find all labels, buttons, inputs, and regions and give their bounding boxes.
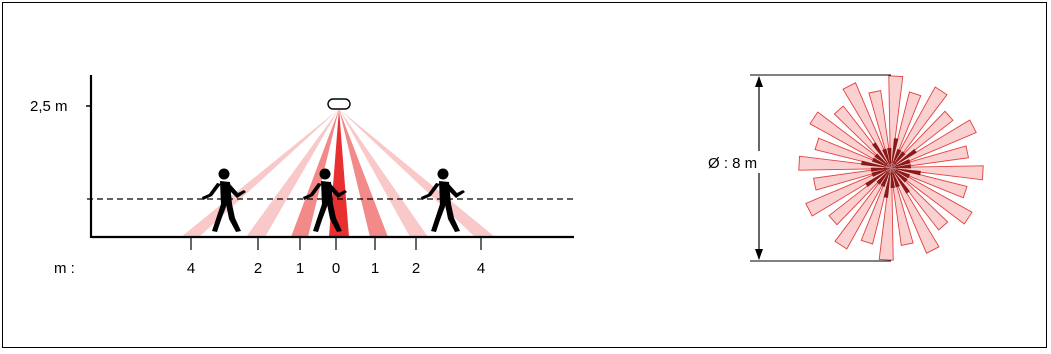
- inner-ray: [887, 147, 892, 168]
- detection-beam: [246, 109, 339, 237]
- coverage-ray: [895, 119, 977, 167]
- distance-ticks: [190, 238, 482, 250]
- detection-beam: [339, 109, 388, 237]
- detection-beam: [339, 109, 428, 237]
- diameter-label-background: [703, 151, 779, 173]
- inner-ray: [891, 148, 902, 168]
- inner-ray: [891, 151, 906, 168]
- distance-label: 4: [477, 260, 485, 277]
- arrow-up-icon: [755, 76, 763, 87]
- sensor-icon: [327, 98, 351, 110]
- inner-ray: [891, 164, 912, 169]
- coverage-ray: [814, 137, 887, 168]
- inner-ray: [871, 168, 891, 177]
- coverage-pattern: [798, 75, 984, 261]
- diagram-canvas: 2,5 m m : 4 2 1 0 1 2 4 Ø : 8 m: [30, 74, 984, 277]
- inner-ray: [890, 168, 895, 189]
- distance-labels: 4 2 1 0 1 2 4: [187, 260, 485, 277]
- distance-label: 1: [296, 260, 304, 277]
- inner-ray: [891, 168, 910, 194]
- inner-ray: [891, 168, 900, 188]
- side-view: 2,5 m m : 4 2 1 0 1 2 4: [30, 75, 575, 277]
- distance-label: 1: [371, 260, 379, 277]
- inner-ray: [876, 168, 891, 185]
- coverage-ray: [860, 172, 891, 245]
- detection-beam: [181, 109, 339, 237]
- inner-ray: [891, 168, 921, 176]
- inner-ray: [874, 153, 891, 168]
- distance-label: 4: [187, 260, 195, 277]
- detection-beam: [329, 109, 349, 237]
- diagram-frame: 2,5 m m : 4 2 1 0 1 2 4 Ø : 8 m: [2, 2, 1047, 348]
- inner-ray: [865, 168, 891, 187]
- coverage-ray: [842, 82, 890, 164]
- mounting-height-label: 2,5 m: [30, 98, 68, 115]
- coverage-ray: [892, 172, 940, 254]
- inner-ray: [891, 138, 899, 168]
- walking-person-icon: [421, 168, 465, 232]
- distance-label: 2: [412, 260, 420, 277]
- coverage-ray: [805, 169, 887, 217]
- inner-ray: [870, 167, 891, 172]
- inner-ray: [872, 142, 891, 168]
- inner-ray: [883, 168, 891, 198]
- inner-ray: [871, 157, 891, 168]
- detection-beam: [339, 109, 495, 237]
- distance-axis-label: m :: [54, 260, 75, 277]
- coverage-ray: [895, 168, 968, 199]
- coverage-ray: [891, 91, 922, 164]
- inner-ray: [891, 168, 908, 183]
- inner-ray: [891, 149, 917, 168]
- detection-beam: [291, 109, 339, 237]
- diameter-label: Ø : 8 m: [708, 155, 757, 172]
- top-view: Ø : 8 m: [703, 74, 984, 262]
- inner-ray: [861, 160, 891, 168]
- detection-beams: [181, 109, 495, 237]
- inner-ray: [891, 159, 911, 168]
- inner-ray: [882, 148, 891, 168]
- distance-label: 2: [254, 260, 262, 277]
- distance-label: 0: [332, 260, 340, 277]
- inner-ray: [880, 168, 891, 188]
- inner-ray: [891, 168, 911, 179]
- arrow-down-icon: [755, 249, 763, 260]
